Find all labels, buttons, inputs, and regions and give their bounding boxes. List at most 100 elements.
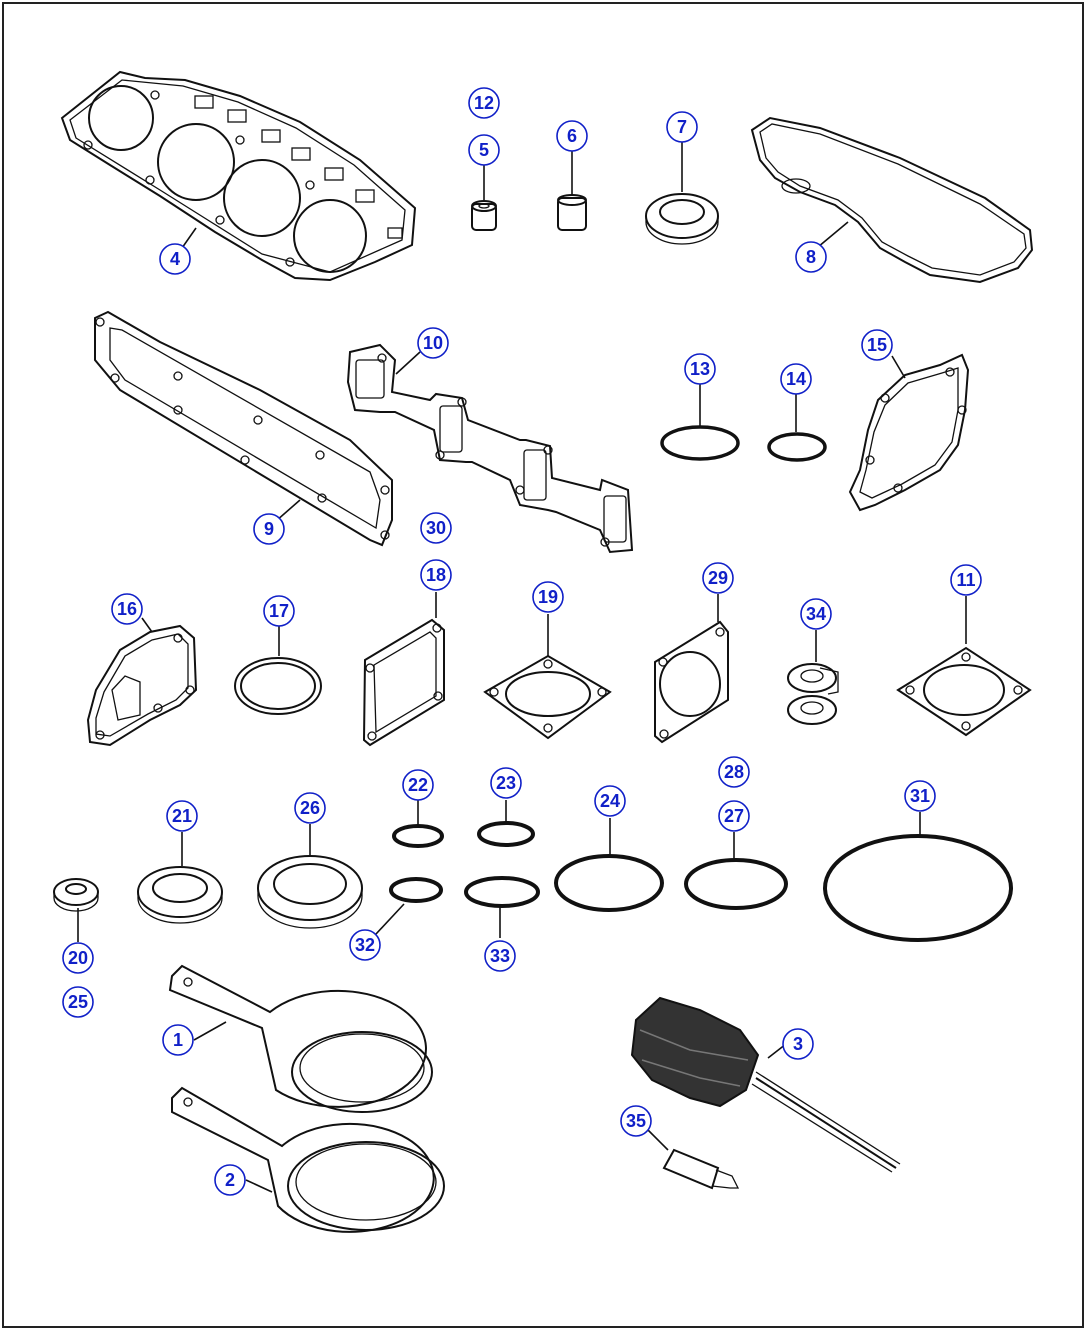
callout-number: 18 — [426, 565, 446, 585]
callout-32: 32 — [349, 929, 381, 961]
callout-15: 15 — [861, 329, 893, 361]
callout-circle — [594, 785, 626, 817]
callout-number: 24 — [600, 791, 620, 811]
callout-5: 5 — [468, 134, 500, 166]
callout-number: 29 — [708, 568, 728, 588]
part-o-ring-33 — [464, 876, 540, 938]
part-washer-26 — [257, 824, 363, 929]
callout-circle — [782, 1028, 814, 1060]
callout-3: 3 — [782, 1028, 814, 1060]
callout-21: 21 — [166, 800, 198, 832]
callout-28: 28 — [718, 756, 750, 788]
callout-circle — [420, 512, 452, 544]
callout-circle — [468, 87, 500, 119]
callout-circle — [904, 780, 936, 812]
callout-33: 33 — [484, 940, 516, 972]
callout-27: 27 — [718, 800, 750, 832]
callout-number: 7 — [677, 117, 687, 137]
callout-circle — [420, 559, 452, 591]
callout-number: 4 — [170, 249, 180, 269]
callout-circle — [684, 353, 716, 385]
callout-35: 35 — [620, 1105, 652, 1137]
callout-circle — [702, 562, 734, 594]
part-rocker-cover-gasket — [750, 116, 1034, 284]
callout-number: 5 — [479, 140, 489, 160]
callout-circle — [484, 940, 516, 972]
callout-number: 9 — [264, 519, 274, 539]
callout-number: 10 — [423, 333, 443, 353]
callout-number: 21 — [172, 806, 192, 826]
callout-circle — [556, 120, 588, 152]
callout-circle — [780, 363, 812, 395]
callout-number: 25 — [68, 992, 88, 1012]
callout-circle — [159, 243, 191, 275]
callout-circle — [263, 595, 295, 627]
callout-number: 11 — [956, 570, 975, 590]
callout-circle — [166, 800, 198, 832]
callout-19: 19 — [532, 581, 564, 613]
callout-26: 26 — [294, 792, 326, 824]
callout-12: 12 — [468, 87, 500, 119]
part-manifold-gasket-9 — [94, 310, 393, 547]
callout-24: 24 — [594, 785, 626, 817]
callout-circle — [490, 767, 522, 799]
callout-34: 34 — [800, 598, 832, 630]
callout-number: 28 — [724, 762, 744, 782]
callout-circle — [111, 593, 143, 625]
callout-circle — [532, 581, 564, 613]
callout-number: 3 — [793, 1034, 803, 1054]
callout-circle — [214, 1164, 246, 1196]
part-gasket-16 — [86, 617, 198, 747]
callout-number: 20 — [68, 948, 88, 968]
callout-number: 23 — [496, 773, 516, 793]
callout-circle — [620, 1105, 652, 1137]
callout-number: 34 — [806, 604, 826, 624]
callout-number: 19 — [538, 587, 558, 607]
part-o-ring-22 — [392, 800, 444, 848]
callout-circle — [861, 329, 893, 361]
callout-30: 30 — [420, 512, 452, 544]
callout-10: 10 — [417, 327, 449, 359]
callout-circle — [253, 513, 285, 545]
part-sleeve — [557, 150, 587, 231]
callout-17: 17 — [263, 595, 295, 627]
callout-6: 6 — [556, 120, 588, 152]
part-o-ring-32 — [375, 877, 443, 935]
callout-circle — [402, 769, 434, 801]
callout-18: 18 — [420, 559, 452, 591]
callout-number: 33 — [490, 946, 510, 966]
callout-number: 6 — [567, 126, 577, 146]
callout-number: 27 — [724, 806, 744, 826]
callout-31: 31 — [904, 780, 936, 812]
part-wrench-2 — [171, 1086, 445, 1233]
callout-8: 8 — [795, 241, 827, 273]
callout-7: 7 — [666, 111, 698, 143]
callout-circle — [349, 929, 381, 961]
callout-circle — [294, 792, 326, 824]
callout-number: 13 — [690, 359, 710, 379]
part-washer-20 — [53, 878, 99, 942]
part-gasket-29 — [654, 594, 729, 744]
callout-number: 16 — [117, 599, 137, 619]
callout-circle — [950, 564, 982, 596]
callout-number: 26 — [300, 798, 320, 818]
callout-circle — [162, 1024, 194, 1056]
callout-circle — [417, 327, 449, 359]
callout-23: 23 — [490, 767, 522, 799]
part-washer-7 — [645, 142, 719, 245]
callout-number: 8 — [806, 247, 816, 267]
part-o-ring-23 — [477, 800, 535, 847]
callout-number: 31 — [910, 786, 930, 806]
callout-14: 14 — [780, 363, 812, 395]
callout-number: 35 — [626, 1111, 646, 1131]
part-manifold-gasket-10 — [346, 343, 634, 554]
callout-circle — [800, 598, 832, 630]
callout-circle — [718, 800, 750, 832]
callout-circle — [62, 986, 94, 1018]
part-washer-21 — [137, 832, 223, 924]
part-cylinder-head-gasket — [60, 70, 417, 282]
part-o-ring-14 — [767, 394, 827, 462]
part-tube-35 — [647, 1129, 740, 1190]
